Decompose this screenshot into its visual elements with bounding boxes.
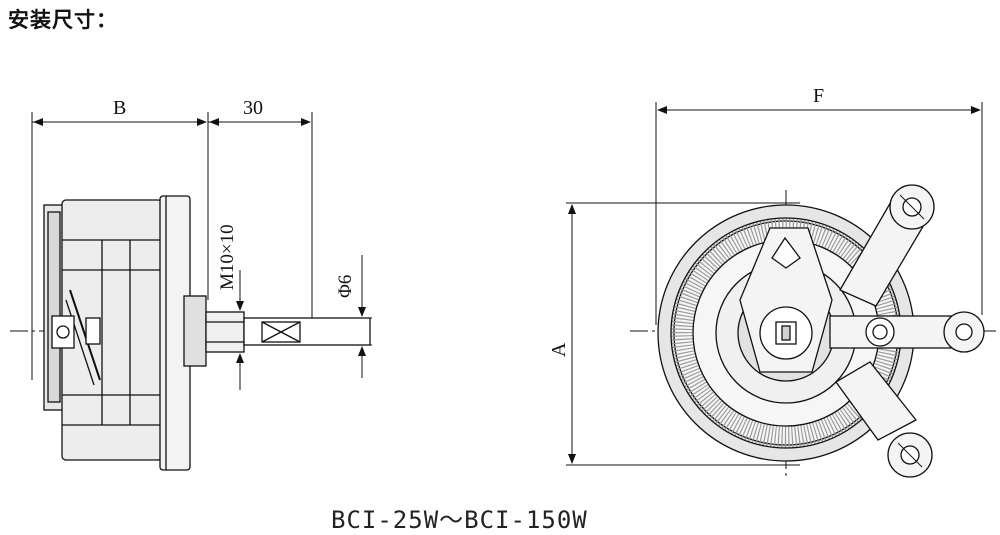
- dim-F-label: F: [813, 85, 824, 107]
- front-view: [630, 184, 1000, 480]
- side-view-dimensions: [31, 112, 372, 390]
- dim-shaft-diameter-label: Φ6: [335, 275, 356, 298]
- dim-30-label: 30: [243, 97, 263, 119]
- dim-thread-label: M10×10: [217, 224, 238, 290]
- page-title: 安装尺寸：: [8, 8, 118, 32]
- dim-B-label: B: [113, 97, 126, 119]
- dim-A-label: A: [548, 342, 570, 357]
- side-view: [10, 195, 371, 471]
- model-range-caption: BCI-25W～BCI-150W: [331, 506, 588, 534]
- front-view-dimensions: [566, 102, 983, 466]
